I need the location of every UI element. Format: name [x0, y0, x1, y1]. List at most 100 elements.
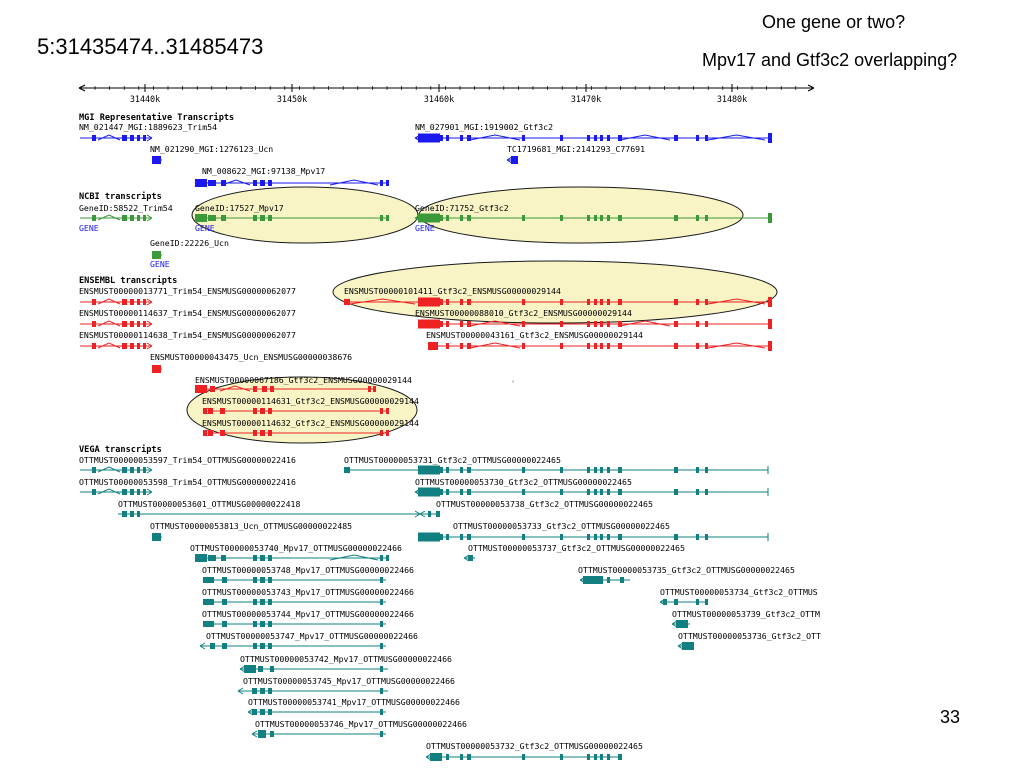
- transcript-label: ENSMUST00000101411_Gtf3c2_ENSMUSG0000002…: [344, 286, 561, 296]
- gene-exon: [674, 343, 678, 349]
- gene-exon: [663, 599, 667, 605]
- strand-arrow: [414, 134, 421, 142]
- strand-arrow: [194, 179, 201, 187]
- gene-exon: [560, 489, 563, 495]
- gene-exon: [460, 135, 463, 141]
- gene-exon: [418, 532, 440, 542]
- gene-exon: [268, 430, 272, 436]
- transcript-label: OTTMUST00000053745_Mpv17_OTTMUSG00000022…: [243, 676, 455, 686]
- gene-exon: [467, 299, 471, 305]
- gene-exon: [607, 321, 610, 327]
- gene-exon: [270, 666, 274, 672]
- gene-exon: [130, 343, 134, 349]
- gene-exon: [560, 467, 563, 473]
- gene-exon: [522, 215, 525, 221]
- gene-exon: [607, 467, 610, 473]
- gene-exon: [130, 321, 134, 327]
- gene-exon: [768, 297, 772, 307]
- gene-exon: [260, 215, 265, 221]
- gene-exon: [143, 467, 146, 473]
- gene-exon: [460, 467, 463, 473]
- gene-exon: [460, 489, 463, 495]
- gene-exon: [253, 386, 257, 392]
- strand-arrow: [146, 298, 153, 306]
- strand-arrow: [151, 251, 158, 259]
- gene-exon: [460, 534, 463, 540]
- gene-exon: [467, 321, 471, 327]
- strand-arrow: [671, 620, 678, 628]
- strand-arrow: [199, 642, 206, 650]
- transcript-label: OTTMUST00000053736_Gtf3c2_OTT: [678, 631, 821, 641]
- gene-exon: [253, 215, 257, 221]
- highlight-layer: [186, 186, 778, 444]
- gene-exon: [130, 135, 134, 141]
- gene-exon: [244, 665, 256, 673]
- gene-exon: [428, 342, 438, 350]
- strand-arrow: [419, 510, 426, 518]
- gene-exon: [152, 156, 161, 164]
- gene-exon: [467, 754, 471, 760]
- gene-exon: [696, 299, 699, 305]
- gene-exon: [203, 577, 208, 583]
- gene-exon: [560, 343, 563, 349]
- transcript-label: OTTMUST00000053747_Mpv17_OTTMUSG00000022…: [206, 631, 418, 641]
- gene-exon: [270, 731, 274, 737]
- gene-exon: [195, 179, 207, 187]
- gene-exon: [600, 534, 603, 540]
- gene-exon: [380, 599, 383, 605]
- gene-exon: [522, 489, 525, 495]
- gene-exon: [143, 299, 146, 305]
- gene-exon: [587, 467, 590, 473]
- strand-arrow: [237, 687, 244, 695]
- transcript-label: OTTMUST00000053743_Mpv17_OTTMUSG00000022…: [202, 587, 414, 597]
- gene-exon: [208, 180, 216, 186]
- gene-exon: [768, 133, 772, 143]
- gene-exon: [467, 534, 471, 540]
- gene-exon: [560, 754, 563, 760]
- strand-arrow: [239, 665, 246, 673]
- gene-intron-hook: [349, 298, 416, 305]
- strand-arrow: [151, 533, 158, 541]
- gene-exon: [268, 709, 272, 715]
- gene-exon: [440, 321, 443, 327]
- gene-exon: [674, 299, 678, 305]
- gene-exon: [594, 489, 597, 495]
- gene-exon: [618, 321, 622, 327]
- gene-exon: [511, 156, 518, 164]
- gene-intron-hook: [97, 298, 121, 305]
- gene-exon: [440, 534, 443, 540]
- gene-exon: [380, 709, 383, 715]
- stray-mark: ʿ: [511, 380, 515, 388]
- gene-exon: [594, 467, 597, 473]
- strand-arrow: [202, 620, 209, 628]
- transcript-label: OTTMUST00000053735_Gtf3c2_OTTMUSG0000002…: [578, 565, 795, 575]
- gene-exon: [210, 386, 215, 392]
- gene-exon: [440, 467, 443, 473]
- gene-exon: [446, 299, 449, 305]
- gene-exon: [253, 180, 257, 186]
- gene-exon: [594, 215, 597, 221]
- gene-exon: [468, 555, 473, 561]
- gene-exon: [600, 467, 603, 473]
- gene-exon: [674, 135, 678, 141]
- transcript-label: ENSMUST00000013771_Trim54_ENSMUSG0000006…: [79, 286, 296, 296]
- gene-exon: [222, 621, 227, 627]
- gene-intron-hook: [707, 134, 766, 141]
- gene-exon: [467, 489, 471, 495]
- gene-exon: [137, 489, 140, 495]
- gene-exon: [344, 467, 350, 473]
- transcript-label: OTTMUST00000053741_Mpv17_OTTMUSG00000022…: [248, 697, 460, 707]
- gene-exon: [386, 555, 389, 561]
- gene-exon: [260, 408, 265, 414]
- gene-exon: [221, 555, 226, 561]
- gene-exon: [137, 299, 140, 305]
- gene-exon: [600, 215, 603, 221]
- page-number: 33: [940, 707, 961, 727]
- gene-exon: [587, 299, 590, 305]
- gene-exon: [705, 467, 708, 473]
- gene-exon: [260, 577, 265, 583]
- gene-exon: [268, 643, 272, 649]
- gene-exon: [208, 555, 216, 561]
- strand-arrow: [146, 488, 153, 496]
